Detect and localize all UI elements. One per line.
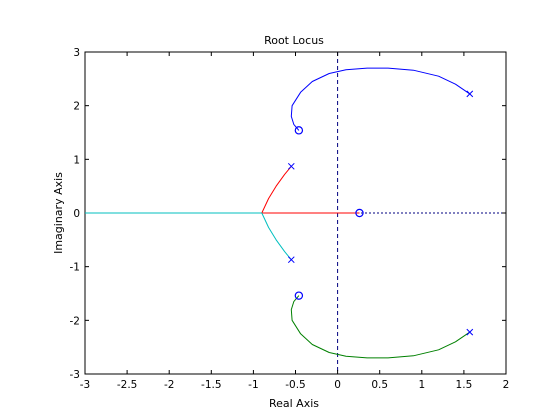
- x-tick-label: -3: [80, 379, 90, 391]
- x-axis-label: Real Axis: [269, 397, 319, 410]
- x-tick-label: 0.5: [371, 379, 388, 391]
- locus-branch-4: [85, 212, 292, 261]
- x-tick-label: 1.5: [456, 379, 473, 391]
- chart-title: Root Locus: [264, 34, 324, 47]
- x-tick-label: 2: [503, 379, 510, 391]
- zero-marker: [355, 208, 364, 218]
- x-tick-label: -2: [164, 379, 174, 391]
- y-tick-label: -3: [70, 369, 80, 381]
- zero-marker: [294, 291, 304, 300]
- pole-marker: [466, 328, 474, 336]
- x-tick-label: -1.5: [201, 379, 222, 391]
- x-tick-label: -1: [248, 379, 258, 391]
- x-tick-label: -0.5: [285, 379, 306, 391]
- x-tick-label: 1: [418, 379, 425, 391]
- pole-marker: [466, 90, 474, 98]
- pole-marker: [287, 162, 295, 170]
- locus-branch-2: [290, 295, 471, 359]
- y-tick-label: -2: [70, 315, 80, 327]
- zero-marker: [294, 126, 304, 135]
- y-tick-label: 3: [73, 47, 80, 59]
- y-tick-label: 2: [73, 101, 80, 113]
- y-axis-label: Imaginary Axis: [52, 172, 65, 254]
- y-tick-label: -1: [70, 262, 80, 274]
- plot-area: -3 -2.5 -2 -1.5 -1 -0.5 0 0.5 1 1.5 2 -3 -2 -1 0 1 2 3: [70, 47, 510, 391]
- pole-marker: [287, 256, 295, 264]
- y-tick-label: 1: [73, 154, 80, 166]
- y-tick-label: 0: [73, 208, 80, 220]
- x-tick-label: 0: [334, 379, 341, 391]
- locus-branch-1: [290, 67, 471, 131]
- x-tick-label: -2.5: [117, 379, 138, 391]
